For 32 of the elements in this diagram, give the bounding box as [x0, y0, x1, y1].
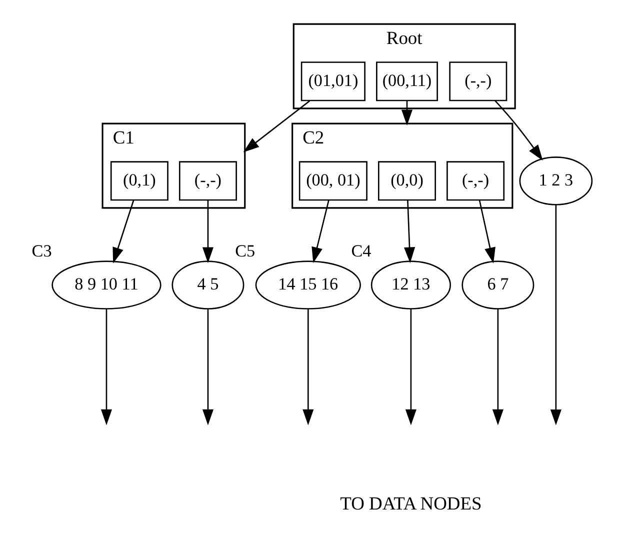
node-box: (00,11): [376, 62, 438, 102]
node-ellipse: 1 2 3: [519, 156, 593, 206]
node-box: (01,01): [300, 62, 366, 102]
arrow: [202, 308, 214, 426]
node-ellipse: 12 13: [370, 260, 451, 310]
node-ellipse: 8 9 10 11: [52, 260, 162, 310]
arrow: [404, 200, 416, 264]
label: TO DATA NODES: [340, 494, 482, 514]
arrow: [312, 200, 330, 264]
arrow: [243, 100, 310, 152]
node-box: (-,-): [449, 62, 508, 102]
node-box: (0,0): [378, 161, 436, 201]
arrow: [405, 308, 416, 426]
arrow: [302, 308, 314, 426]
node-box: (0,1): [110, 161, 168, 201]
node-ellipse: 6 7: [462, 260, 534, 310]
arrow: [494, 100, 543, 161]
node-label: C3: [32, 242, 52, 261]
node-box: (-,-): [178, 161, 237, 201]
arrow: [478, 200, 496, 264]
arrow: [100, 308, 112, 426]
arrow: [401, 100, 413, 126]
arrow: [202, 200, 214, 264]
node-ellipse: 4 5: [172, 260, 244, 310]
node-label: C5: [235, 242, 256, 261]
node-box: (-,-): [446, 161, 505, 201]
node-ellipse: 14 15 16: [255, 260, 361, 310]
arrow: [112, 200, 134, 264]
arrow: [492, 308, 504, 426]
node-box: (00, 01): [298, 161, 368, 201]
node-label: C4: [351, 242, 372, 261]
arrow: [550, 204, 562, 426]
